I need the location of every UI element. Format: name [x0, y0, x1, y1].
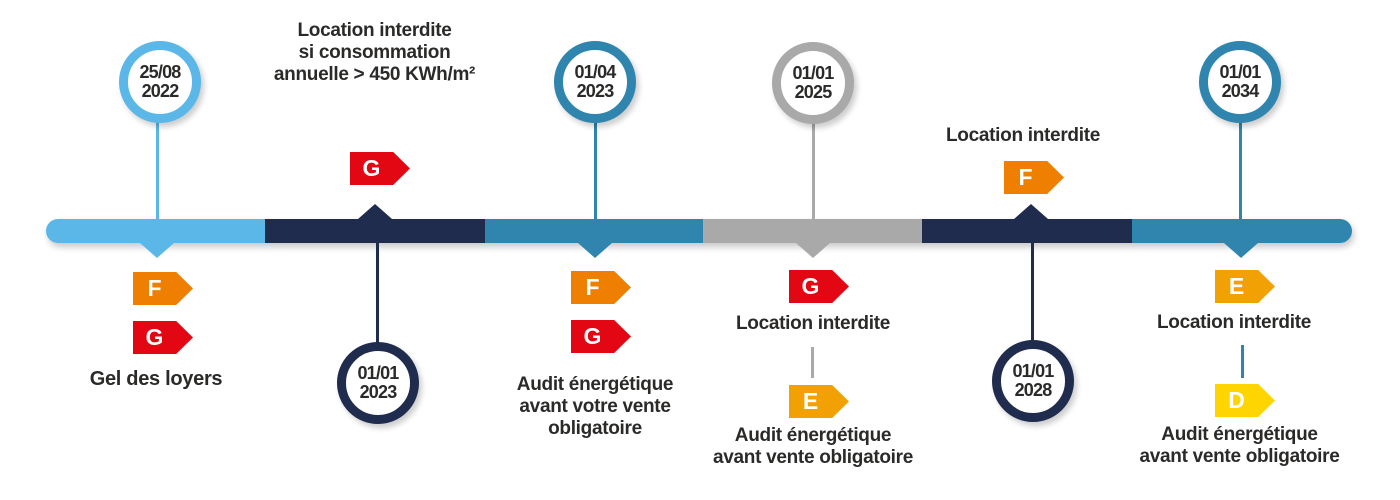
timeline-segment-2028 [922, 219, 1132, 243]
event-label-location-interdite-2025: Location interdite [736, 313, 890, 334]
energy-badge-e: E [1215, 270, 1275, 303]
date-circle-2023-april: 01/04 2023 [554, 41, 636, 123]
date-text: 2022 [141, 81, 180, 101]
energy-badge-g: G [789, 270, 849, 303]
energy-badge-letter: G [145, 324, 164, 350]
energy-badge-letter: E [802, 388, 819, 414]
date-text: 01/04 [574, 62, 616, 82]
date-circle-2022: 25/08 2022 [119, 41, 201, 123]
date-text: 2023 [576, 81, 615, 101]
date-text: 01/01 [1219, 62, 1261, 82]
energy-badge-letter: E [1228, 273, 1245, 299]
event-label-location-interdite-450: Location interdite si consommation annue… [273, 20, 476, 85]
timeline-segment-2022 [46, 219, 265, 243]
arrow-down-icon [796, 243, 830, 258]
arrow-down-icon [140, 243, 174, 258]
date-text: 2034 [1221, 81, 1260, 101]
date-circle-2025: 01/01 2025 [772, 42, 854, 124]
energy-badge-g: G [133, 321, 193, 354]
date-circle-2034: 01/01 2034 [1199, 41, 1281, 123]
energy-badge-f: F [1004, 161, 1064, 194]
energy-badge-d: D [1215, 384, 1275, 417]
event-label-gel-des-loyers: Gel des loyers [89, 368, 223, 390]
event-label-location-interdite-2028: Location interdite [946, 125, 1100, 146]
date-text: 01/01 [357, 363, 399, 383]
event-label-audit-vente-2034: Audit énergétique avant vente obligatoir… [1139, 424, 1340, 467]
energy-badge-g: G [350, 152, 410, 185]
sub-connector-line-2034 [1241, 345, 1244, 378]
date-text: 01/01 [792, 63, 834, 83]
connector-line-2025 [812, 123, 815, 220]
arrow-down-icon [1224, 243, 1258, 258]
date-circle-2023: 01/01 2023 [337, 342, 419, 424]
energy-badge-letter: G [583, 323, 602, 349]
date-text: 25/08 [139, 62, 181, 82]
event-label-audit-vente: Audit énergétique avant votre vente obli… [516, 374, 674, 439]
energy-badge-letter: F [585, 274, 600, 300]
connector-line-2034 [1239, 120, 1242, 220]
date-text: 01/01 [1012, 361, 1054, 381]
date-text: 2025 [794, 82, 833, 102]
energy-badge-g: G [571, 320, 631, 353]
connector-line-2023 [376, 242, 379, 343]
connector-line-2028 [1031, 242, 1034, 341]
date-circle-2028: 01/01 2028 [992, 340, 1074, 422]
energy-badge-letter: G [362, 155, 381, 181]
arrow-up-icon [1014, 204, 1048, 219]
timeline-segment-2025 [703, 219, 922, 243]
date-text: 2028 [1014, 380, 1053, 400]
energy-badge-letter: G [801, 273, 820, 299]
arrow-up-icon [358, 204, 392, 219]
timeline-segment-2034 [1132, 219, 1352, 243]
sub-connector-line-2025 [811, 347, 814, 378]
energy-badge-f: F [571, 271, 631, 304]
date-text: 2023 [359, 382, 398, 402]
event-label-audit-vente-2025: Audit énergétique avant vente obligatoir… [712, 425, 914, 468]
energy-badge-letter: F [1018, 164, 1033, 190]
connector-line-2022 [156, 120, 159, 220]
arrow-down-icon [578, 243, 612, 258]
energy-badge-letter: F [147, 275, 162, 301]
energy-badge-letter: D [1228, 387, 1245, 413]
connector-line-2023-april [594, 120, 597, 220]
timeline-segment-2023-april [485, 219, 703, 243]
event-label-location-interdite-2034: Location interdite [1157, 312, 1311, 333]
timeline-segment-2023 [265, 219, 485, 243]
energy-badge-f: F [133, 272, 193, 305]
energy-badge-e: E [789, 385, 849, 418]
